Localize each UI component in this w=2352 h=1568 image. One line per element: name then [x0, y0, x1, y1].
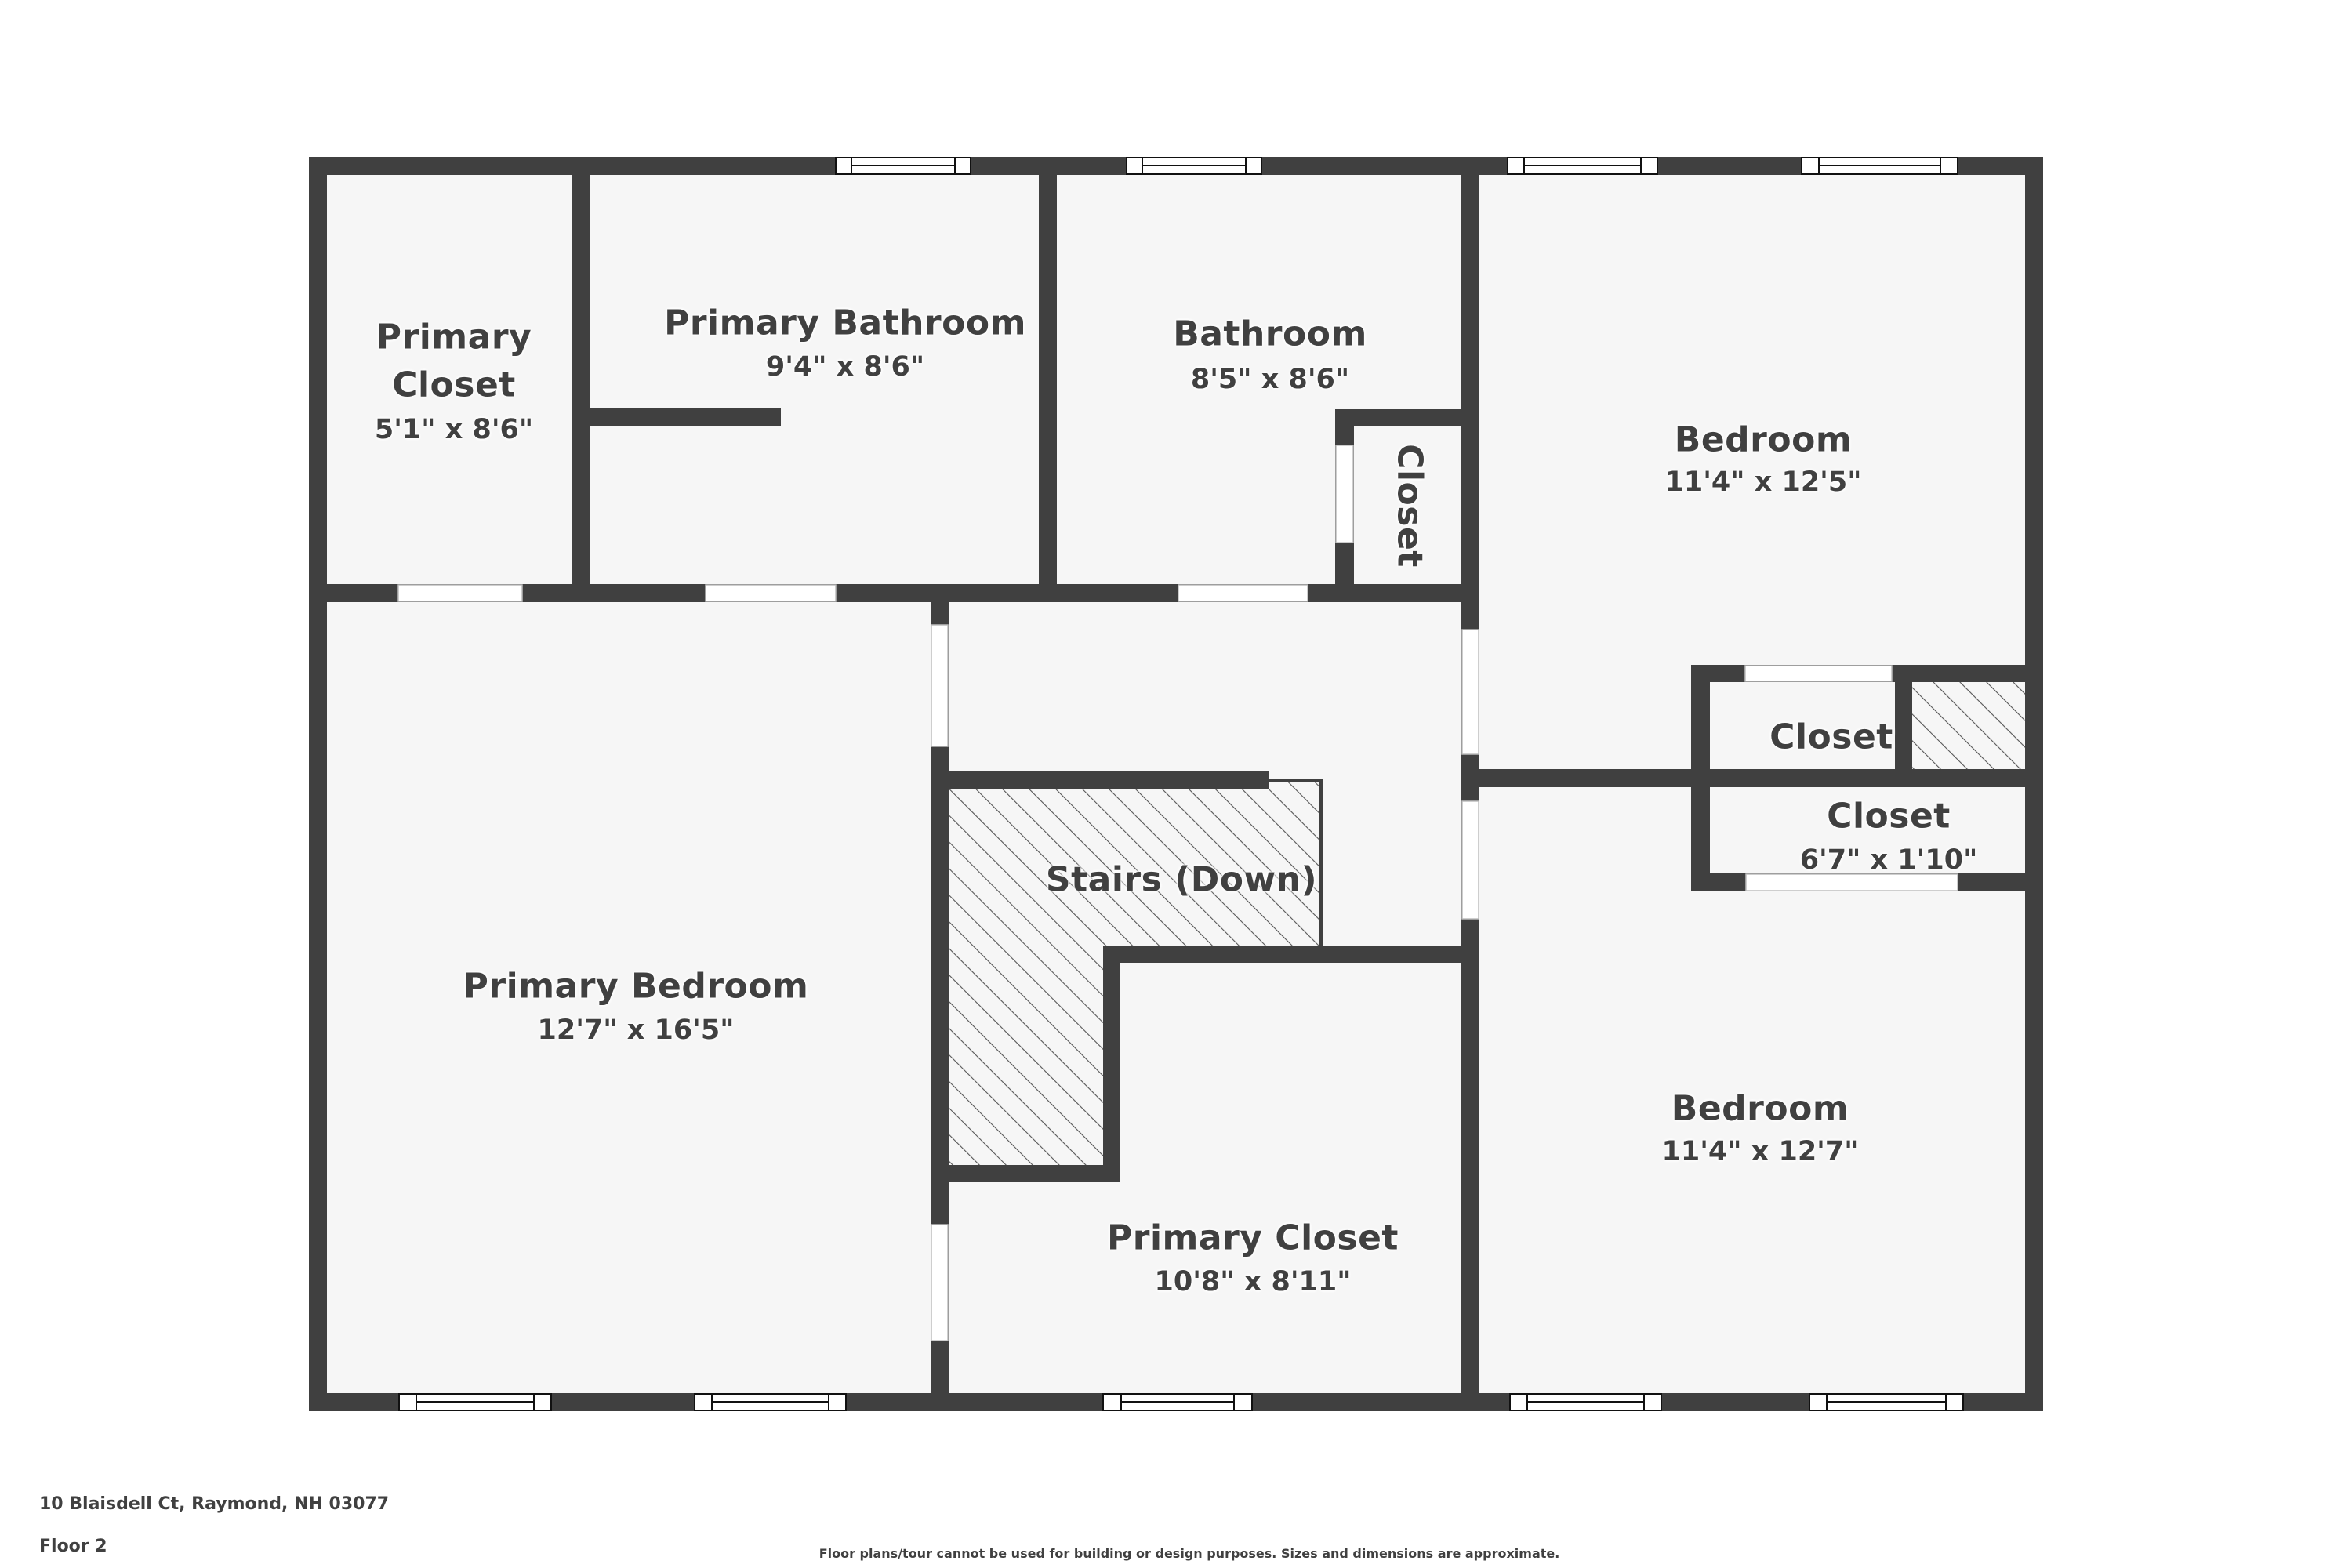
window-top-1 — [835, 157, 971, 175]
room-label-stairs: Stairs (Down) — [1045, 859, 1318, 900]
room-label-closet-lower-right: Closet — [1827, 796, 1951, 837]
bedroom-divider — [1461, 769, 2043, 787]
room-label-bathroom: Bathroom — [1173, 314, 1367, 354]
room-label-closet-upper-right: Closet — [1769, 717, 1893, 757]
wall-bath-bedroom — [1461, 157, 1479, 630]
stair-bottom-wall — [931, 1165, 1120, 1182]
room-dims-primary-closet-lower: 10'8" x 8'11" — [1154, 1266, 1352, 1298]
door-hall-to-primary-bed-lower[interactable] — [931, 1224, 949, 1341]
door-small-closet[interactable] — [1335, 445, 1354, 543]
chase-area — [1912, 682, 2025, 769]
door-openings — [397, 445, 1958, 1341]
stairs-area — [949, 780, 1321, 1165]
room-label-primary-closet-lower: Primary Closet — [1107, 1218, 1399, 1258]
property-address: 10 Blaisdell Ct, Raymond, NH 03077 — [39, 1494, 390, 1514]
room-dims-closet-lower-right: 6'7" x 1'10" — [1799, 844, 1978, 876]
stairs-outline — [1269, 779, 1323, 946]
door-closet-upper-right[interactable] — [1744, 665, 1893, 682]
floor-label: Floor 2 — [39, 1537, 107, 1556]
stair-top-wall — [931, 771, 1269, 789]
hall-right-wall — [1461, 584, 1479, 1411]
door-primary-closet[interactable] — [397, 584, 523, 602]
stair-lower-wall — [1103, 946, 1479, 963]
window-bottom-2 — [694, 1393, 847, 1411]
door-hall-to-primary-bed-upper[interactable] — [931, 624, 949, 747]
closets-left-wall — [1691, 665, 1710, 891]
window-bottom-5 — [1809, 1393, 1964, 1411]
door-primary-bath[interactable] — [705, 584, 837, 602]
room-label-primary-closet-line2: Closet — [392, 365, 516, 405]
window-top-2 — [1126, 157, 1262, 175]
window-top-3 — [1507, 157, 1658, 175]
window-bottom-3 — [1102, 1393, 1253, 1411]
room-label-primary-bedroom: Primary Bedroom — [463, 966, 809, 1007]
room-label-primary-bathroom: Primary Bathroom — [664, 303, 1026, 343]
room-dims-bedroom-upper: 11'4" x 12'5" — [1664, 466, 1862, 498]
room-dims-bathroom: 8'5" x 8'6" — [1190, 364, 1350, 395]
window-top-4 — [1801, 157, 1958, 175]
windows — [398, 157, 1964, 1411]
partial-wall-primary-bath — [580, 408, 781, 426]
wall-bath-bath — [1039, 157, 1057, 602]
small-closet-top — [1335, 409, 1479, 426]
hall-left-wall — [931, 584, 949, 1411]
window-bottom-1 — [398, 1393, 552, 1411]
stair-inner-vertical — [1103, 946, 1120, 1182]
wall-closet-bath — [572, 157, 590, 602]
room-dims-bedroom-lower: 11'4" x 12'7" — [1661, 1136, 1859, 1167]
door-hall-to-bedroom-lower[interactable] — [1461, 800, 1479, 920]
room-label-primary-closet-line1: Primary — [376, 317, 532, 358]
room-dims-primary-bedroom: 12'7" x 16'5" — [537, 1014, 735, 1046]
outer-wall-left — [309, 157, 327, 1411]
window-bottom-4 — [1509, 1393, 1662, 1411]
door-hall-to-bedroom-upper[interactable] — [1461, 629, 1479, 755]
room-dims-primary-closet: 5'1" x 8'6" — [374, 414, 534, 445]
disclaimer: Floor plans/tour cannot be used for buil… — [818, 1546, 1560, 1561]
door-closet-lower-right[interactable] — [1745, 873, 1958, 891]
room-label-bedroom-lower: Bedroom — [1671, 1088, 1849, 1129]
closet-mid-vertical — [1895, 665, 1912, 779]
door-bathroom[interactable] — [1178, 584, 1308, 602]
room-dims-primary-bathroom: 9'4" x 8'6" — [765, 351, 925, 383]
room-label-small-closet: Closet — [1389, 444, 1430, 568]
room-label-bedroom-upper: Bedroom — [1674, 419, 1853, 460]
